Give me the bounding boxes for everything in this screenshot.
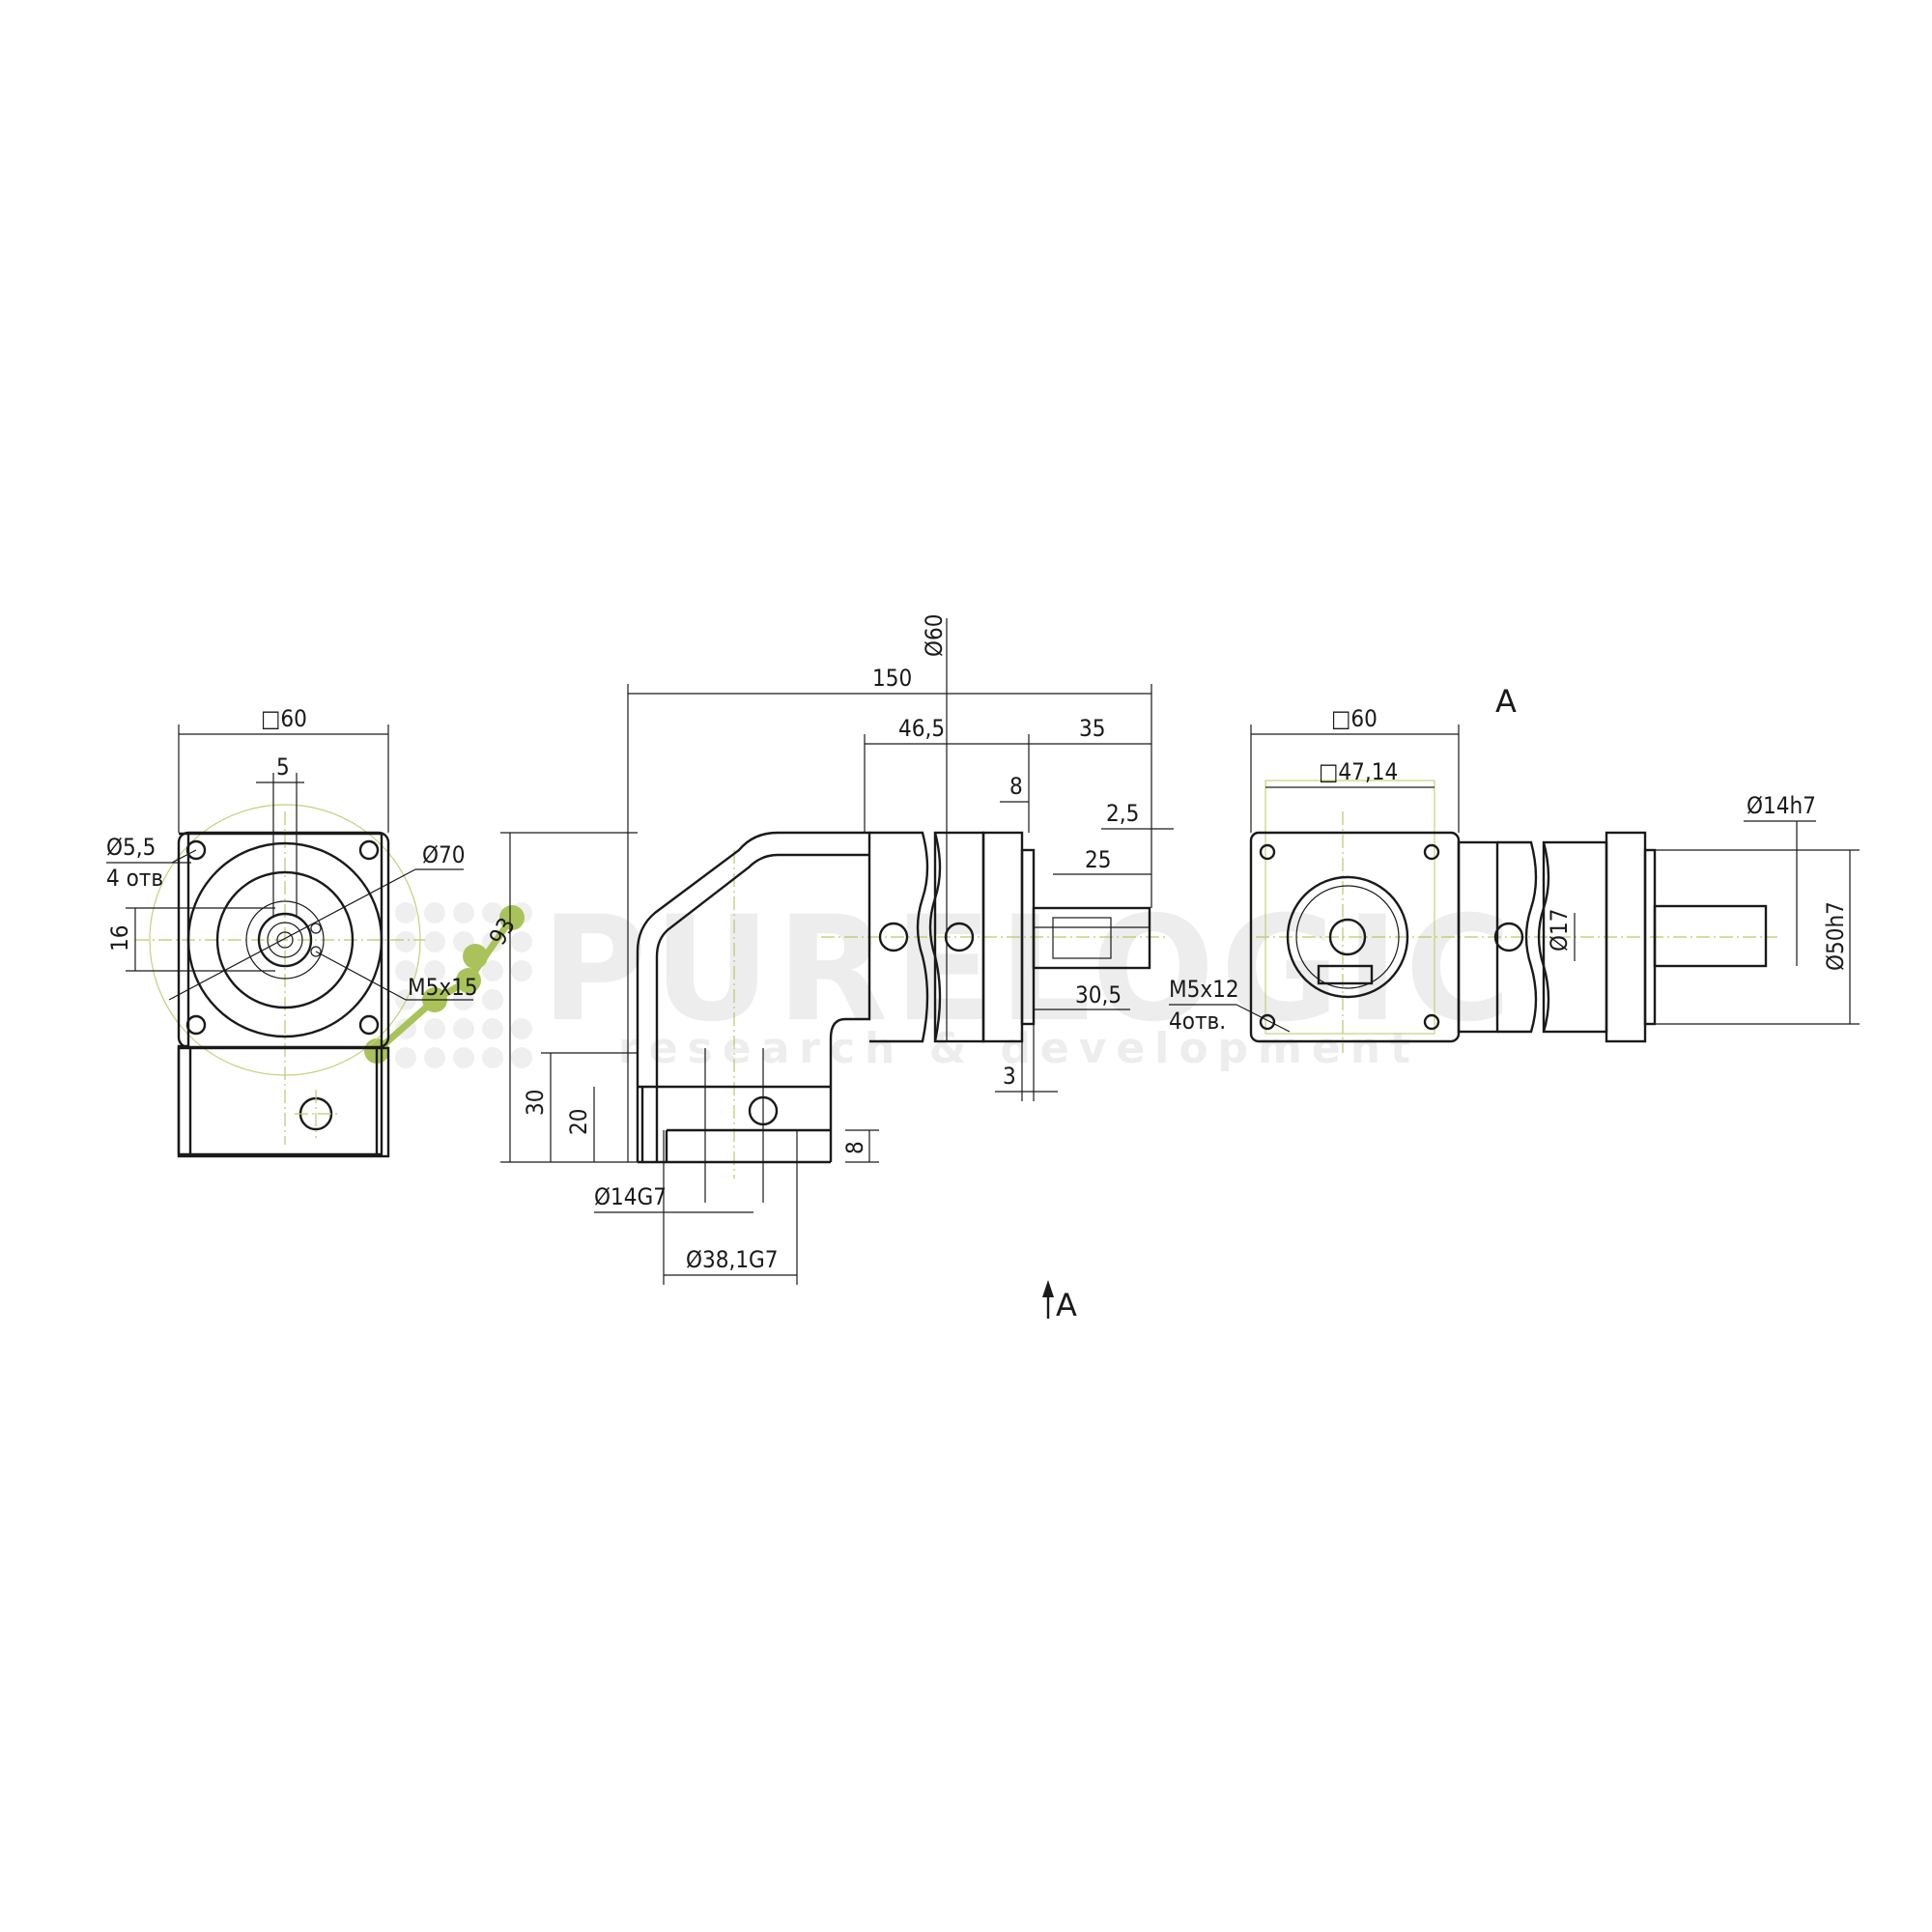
side-flange-thk: 8 (1009, 773, 1023, 800)
right-inner-square-dim: □47,14 (1319, 758, 1398, 785)
purelogic-watermark: PURELOGIC research & development (364, 886, 1517, 1073)
side-shaft-len: 35 (1079, 715, 1105, 742)
view-arrow-icon (1042, 1280, 1054, 1297)
left-offset-dim: 5 (276, 753, 290, 781)
left-thread-dim: M5x15 (408, 974, 478, 1001)
right-thread-count: 4отв. (1169, 1008, 1226, 1035)
side-base-h: 30 (522, 1090, 549, 1116)
side-bore-dia: Ø14G7 (594, 1183, 667, 1210)
side-bore-h: 20 (565, 1109, 592, 1135)
left-height-dim: 16 (106, 925, 133, 952)
right-pilot-dim: Ø50h7 (1822, 901, 1849, 971)
side-overall-dim: 150 (872, 665, 912, 692)
left-circle-dim: Ø70 (422, 841, 465, 868)
left-hole-dim: Ø5,5 (106, 834, 156, 861)
left-view: □60 5 Ø5,5 4 отв 16 Ø70 M5x15 (106, 705, 478, 1158)
side-view: Ø60 150 46,5 35 8 2,5 25 30,5 3 93 (484, 614, 1174, 1285)
section-label: A (1495, 683, 1517, 720)
side-base-thk: 8 (841, 1141, 868, 1154)
side-key-len: 25 (1085, 846, 1111, 873)
right-view: □60 □47,14 Ø14h7 Ø50h7 Ø17 M5x12 4отв. (1169, 705, 1860, 1053)
side-chamfer-dim: 2,5 (1106, 800, 1139, 827)
left-square-dim: □60 (261, 705, 307, 732)
watermark-logo-icon (364, 902, 532, 1068)
arrow-label: A (1056, 1287, 1077, 1323)
right-square-dim: □60 (1331, 705, 1378, 732)
view-markers: A A (1042, 683, 1517, 1323)
left-hole-count: 4 отв (106, 865, 163, 892)
watermark-tagline: research & development (618, 1024, 1420, 1073)
side-flange-len: 46,5 (898, 715, 945, 742)
side-shaft-dia: Ø60 (921, 614, 948, 657)
side-pilot-dia: Ø38,1G7 (686, 1246, 779, 1273)
right-shaft-dim: Ø14h7 (1747, 792, 1816, 819)
side-shaft-pos: 30,5 (1075, 981, 1122, 1009)
right-thread-dim: M5x12 (1169, 976, 1239, 1003)
watermark-brand: PURELOGIC (541, 886, 1517, 1054)
right-bore-dim: Ø17 (1546, 909, 1573, 952)
side-shoulder-dim: 3 (1003, 1063, 1016, 1090)
